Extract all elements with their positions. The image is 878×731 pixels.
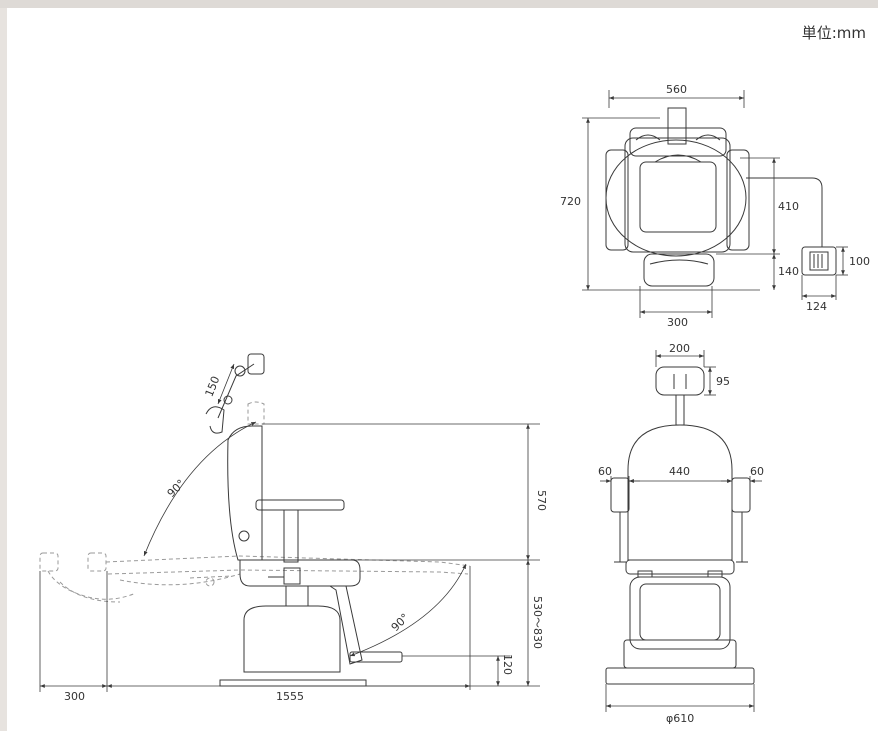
side-armrest-post: [283, 509, 299, 563]
side-view: [143, 353, 467, 687]
dim-top-base: 300: [667, 316, 688, 329]
side-base-plate: [219, 679, 367, 687]
dim-side-footrest-height: 120: [501, 654, 514, 675]
front-right-armrest: [731, 477, 751, 513]
top-view: [605, 107, 837, 287]
unit-label: 単位:mm: [801, 24, 866, 42]
front-head-post: [675, 394, 685, 426]
front-headrest: [655, 366, 705, 396]
dim-front-headrest-height: 95: [716, 375, 730, 388]
top-foot-pedal: [801, 246, 837, 276]
dim-front-seat-width: 440: [669, 465, 690, 478]
front-left-armrest: [610, 477, 630, 513]
dim-side-rear-clearance: 300: [64, 690, 85, 703]
front-seat: [625, 559, 735, 575]
dim-front-base-diameter: φ610: [666, 712, 694, 725]
top-backrest: [624, 137, 731, 253]
side-armrest: [255, 499, 345, 511]
dim-front-armrest-left: 60: [598, 465, 612, 478]
front-lower-body: [629, 576, 731, 650]
dim-front-headrest-width: 200: [669, 342, 690, 355]
side-view-dimensions: [39, 363, 540, 692]
dim-pedal-width: 124: [806, 300, 827, 313]
dim-front-armrest-right: 60: [750, 465, 764, 478]
top-head-post: [667, 107, 687, 145]
dim-top-width: 560: [666, 83, 687, 96]
top-seat-cushion: [639, 161, 717, 233]
side-footplate: [349, 651, 403, 663]
dim-top-seat: 140: [778, 265, 799, 278]
side-base-body: [243, 605, 341, 673]
side-head-block: [247, 353, 265, 375]
top-view-dimensions: [582, 90, 848, 318]
side-backrest-angle-arc: [143, 421, 257, 557]
dim-side-leg-angle: 90°: [389, 611, 412, 634]
top-band: [0, 0, 878, 8]
front-backrest: [627, 424, 733, 561]
dim-top-depth: 720: [560, 195, 581, 208]
dim-side-backrest-angle: 90°: [165, 477, 188, 500]
dim-side-headrest-range: 150: [203, 374, 223, 398]
dim-side-seat-height: 530～830: [531, 596, 544, 649]
front-view: [605, 366, 755, 685]
front-base-plate: [605, 667, 755, 685]
dim-top-backrest: 410: [778, 200, 799, 213]
front-view-dimensions: [600, 350, 762, 712]
dim-side-total-length: 1555: [276, 690, 304, 703]
side-backrest: [227, 425, 263, 561]
top-footrest: [643, 253, 715, 287]
side-column: [285, 585, 309, 607]
side-leg-angle-arc: [349, 563, 467, 657]
front-base-block: [623, 639, 737, 669]
dim-side-back-height: 570: [535, 490, 548, 511]
top-right-armrest: [726, 149, 750, 251]
top-headrest: [629, 127, 727, 157]
top-left-armrest: [605, 149, 629, 251]
dim-pedal-height: 100: [849, 255, 870, 268]
side-view-reclined: [39, 401, 471, 603]
top-pedal-cable: [746, 177, 823, 247]
top-round-base: [605, 139, 747, 257]
